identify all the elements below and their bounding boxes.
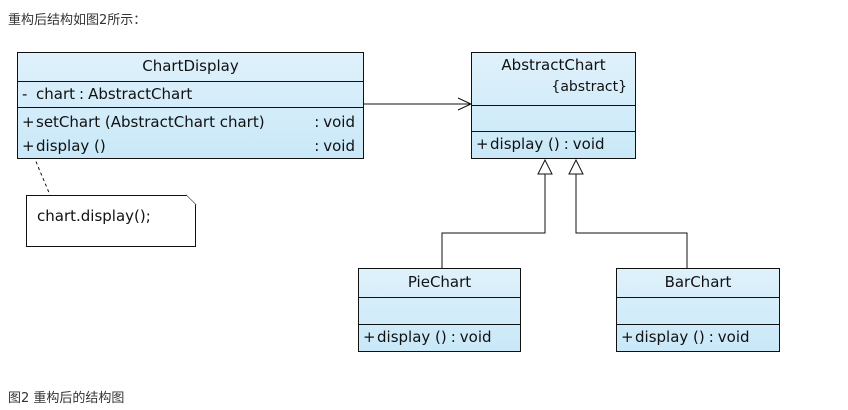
operations-compartment: + display () : void: [472, 131, 635, 158]
attributes-compartment: [359, 297, 520, 324]
class-name: PieChart: [407, 273, 472, 291]
class-name-compartment: ChartDisplay: [18, 53, 363, 81]
operation-return: void: [572, 135, 605, 153]
operation-row: + display () : void: [472, 132, 635, 156]
operation-row: + setChart (AbstractChart chart) :void: [18, 110, 363, 134]
operation-signature: display (): [377, 328, 447, 346]
operation-return: void: [459, 328, 492, 346]
visibility-marker: +: [621, 328, 634, 346]
operations-compartment: + display () : void: [617, 324, 779, 351]
operations-compartment: + display () : void: [359, 324, 520, 351]
operation-row: + display () : void: [617, 325, 779, 349]
visibility-marker: +: [363, 328, 376, 346]
class-abstract-chart: AbstractChart {abstract} + display () : …: [471, 52, 636, 159]
class-name-compartment: BarChart: [617, 269, 779, 297]
visibility-marker: +: [22, 137, 35, 155]
class-name: AbstractChart: [501, 56, 606, 74]
operation-return: :void: [314, 137, 355, 155]
top-caption: 重构后结构如图2所示：: [8, 13, 147, 28]
note-text: chart.display();: [37, 207, 151, 225]
class-bar-chart: BarChart + display () : void: [616, 268, 780, 352]
class-chart-display: ChartDisplay - chart : AbstractChart + s…: [17, 52, 364, 159]
figure-caption: 图2 重构后的结构图: [8, 391, 125, 406]
class-pie-chart: PieChart + display () : void: [358, 268, 521, 352]
operation-signature: display (): [635, 328, 705, 346]
bar-generalization-arrowhead: [568, 158, 584, 175]
operation-return: :void: [314, 113, 355, 131]
attribute-row: - chart : AbstractChart: [18, 82, 363, 106]
class-name: BarChart: [664, 273, 732, 291]
attribute-name: chart: [36, 85, 75, 103]
visibility-marker: +: [22, 113, 35, 131]
class-name-compartment: AbstractChart {abstract}: [472, 53, 635, 105]
operation-signature: setChart (AbstractChart chart): [36, 113, 265, 131]
visibility-marker: -: [22, 85, 28, 103]
attributes-compartment: - chart : AbstractChart: [18, 81, 363, 107]
abstract-stereotype: {abstract}: [551, 79, 627, 95]
attributes-compartment: [617, 297, 779, 324]
operation-signature: display (): [490, 135, 560, 153]
operation-signature: display (): [36, 137, 106, 155]
operation-return: void: [717, 328, 750, 346]
pie-generalization-line: [441, 174, 546, 268]
attribute-type: AbstractChart: [88, 85, 193, 103]
operation-row: + display () :void: [18, 134, 363, 158]
attributes-compartment: [472, 105, 635, 131]
pie-generalization-arrowhead: [537, 158, 553, 175]
operations-compartment: + setChart (AbstractChart chart) :void +…: [18, 107, 363, 158]
operation-row: + display () : void: [359, 325, 520, 349]
class-name: ChartDisplay: [142, 57, 239, 75]
class-name-compartment: PieChart: [359, 269, 520, 297]
bar-generalization-line: [575, 174, 688, 268]
uml-note: chart.display();: [26, 195, 196, 247]
visibility-marker: +: [476, 135, 489, 153]
